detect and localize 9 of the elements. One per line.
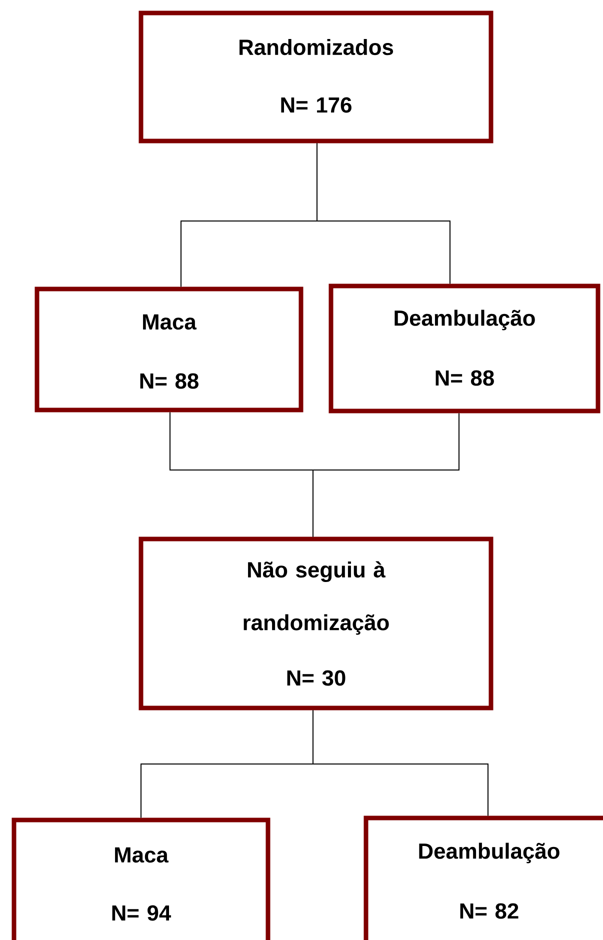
flow-box: Maca N= 94: [12, 818, 270, 940]
flow-box: Deambulação N= 82: [364, 816, 603, 940]
connector-line: [312, 412, 460, 538]
connector-line: [312, 710, 488, 816]
flow-box: Não seguiu à randomização N= 30: [138, 536, 494, 710]
connector-line: [316, 142, 450, 284]
flow-box: Randomizados N= 176: [138, 10, 494, 144]
flow-box: Deambulação N= 88: [328, 284, 600, 414]
flow-box: Maca N= 88: [34, 286, 304, 412]
